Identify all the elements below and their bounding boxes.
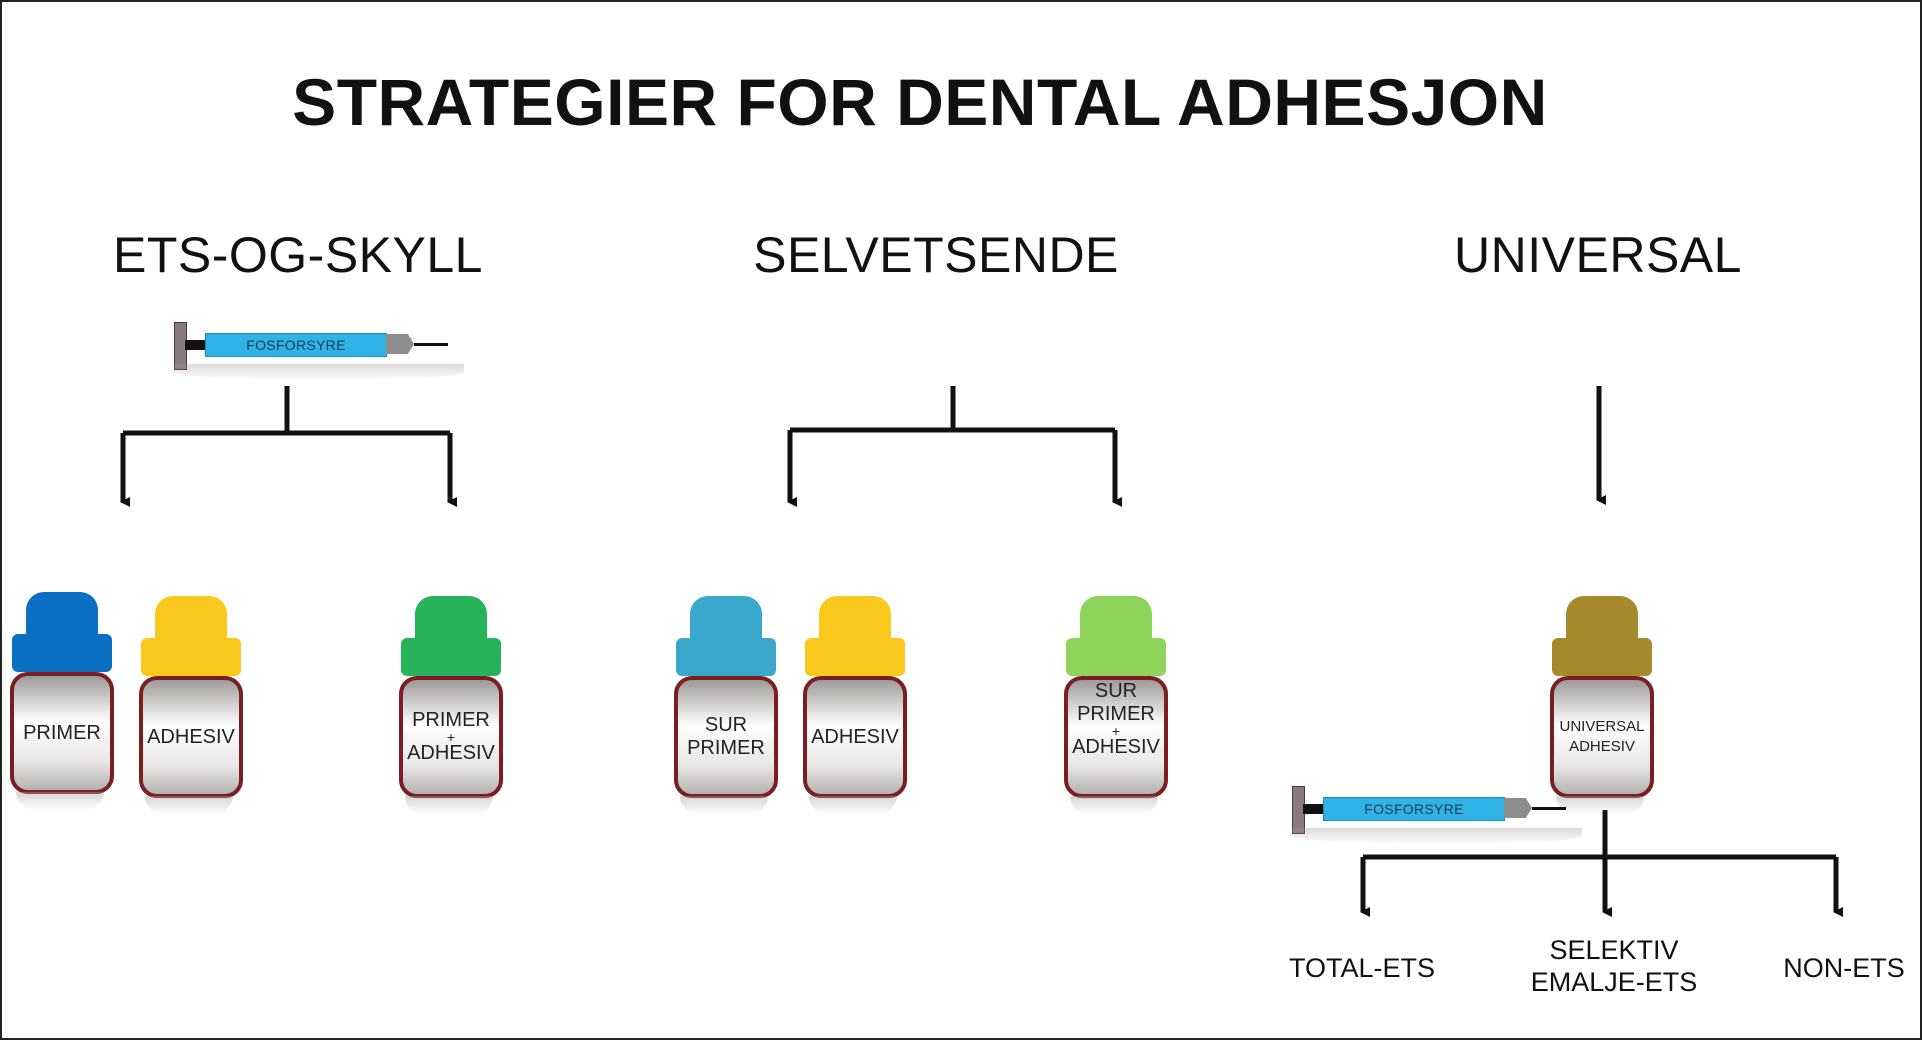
- bottle-label: PRIMER: [23, 721, 101, 744]
- bottle-label-top: SUR: [704, 714, 748, 736]
- syringe-needle: [414, 343, 448, 346]
- bottle-body: SUR PRIMER + ADHESIV: [1064, 676, 1168, 798]
- mode-label-top: SELEKTIV: [1549, 935, 1679, 965]
- heading-ets-og-skyll: ETS-OG-SKYLL: [113, 227, 483, 283]
- plunger-rod: [1303, 804, 1323, 814]
- bottle-cap-base: [805, 638, 905, 676]
- plunger-rod: [185, 340, 205, 350]
- bottle-reflection: [809, 796, 897, 814]
- syringe-fosforsyre: FOSFORSYRE: [1292, 786, 1592, 856]
- bottle-label: ADHESIV: [147, 725, 235, 748]
- syringe-label: FOSFORSYRE: [1364, 801, 1464, 817]
- bottle-cap-base: [1066, 638, 1166, 676]
- plus-sign: +: [446, 729, 456, 745]
- bottle-adhesiv: ADHESIV: [139, 596, 243, 816]
- bottle-sur-primer-adhesiv: SUR PRIMER + ADHESIV: [1064, 596, 1168, 816]
- syringe-label: FOSFORSYRE: [246, 337, 346, 353]
- plus-sign: +: [1111, 723, 1121, 739]
- heading-selvetsende: SELVETSENDE: [753, 227, 1119, 283]
- bottle-label-bottom: PRIMER: [687, 737, 765, 759]
- bottle-adhesiv: ADHESIV: [803, 596, 907, 816]
- bottle-body: PRIMER: [10, 672, 114, 794]
- syringe-fosforsyre: FOSFORSYRE: [174, 322, 474, 392]
- mode-selektiv-emalje-ets: SELEKTIV EMALJE-ETS: [1504, 934, 1724, 998]
- bottle-label-bottom: ADHESIV: [1072, 736, 1160, 758]
- syringe-shadow: [174, 364, 464, 380]
- bottle-body: PRIMER + ADHESIV: [399, 676, 503, 798]
- bottle-reflection: [680, 796, 768, 814]
- tree-universal: [1360, 386, 1843, 917]
- syringe-barrel: FOSFORSYRE: [1323, 797, 1505, 821]
- syringe-tip: [386, 334, 414, 354]
- syringe-shadow: [1292, 828, 1582, 844]
- syringe-needle: [1532, 807, 1566, 810]
- bottle-reflection: [16, 792, 104, 810]
- bottle-label-top: PRIMER: [412, 709, 490, 731]
- mode-label-bottom: EMALJE-ETS: [1530, 967, 1698, 997]
- bottle-reflection: [1556, 796, 1644, 814]
- bottle-label-bottom: ADHESIV: [407, 742, 495, 764]
- bottle-cap-base: [141, 638, 241, 676]
- mode-total-ets: TOTAL-ETS: [1288, 953, 1436, 983]
- bottle-body: SUR PRIMER: [674, 676, 778, 798]
- heading-universal: UNIVERSAL: [1454, 227, 1742, 283]
- bottle-label-mid: PRIMER: [1077, 703, 1155, 725]
- bottle-label: ADHESIV: [811, 725, 899, 748]
- syringe-barrel: FOSFORSYRE: [205, 333, 387, 357]
- page-title: STRATEGIER FOR DENTAL ADHESJON: [292, 65, 1548, 139]
- tree-selvetsende: [787, 386, 1122, 507]
- bottle-sur-primer: SUR PRIMER: [674, 596, 778, 816]
- bottle-universal-adhesiv: UNIVERSAL ADHESIV: [1550, 596, 1654, 816]
- bottle-body: UNIVERSAL ADHESIV: [1550, 676, 1654, 798]
- bottle-reflection: [145, 796, 233, 814]
- bottle-label-top: UNIVERSAL: [1559, 718, 1645, 735]
- bottle-cap-base: [676, 638, 776, 676]
- bottle-primer: PRIMER: [10, 592, 114, 812]
- bottle-label-top: SUR: [1094, 680, 1138, 702]
- bottle-body: ADHESIV: [139, 676, 243, 798]
- bottle-primer-adhesiv: PRIMER + ADHESIV: [399, 596, 503, 816]
- syringe-tip: [1504, 798, 1532, 818]
- bottle-reflection: [1070, 796, 1158, 814]
- bottle-cap-base: [401, 638, 501, 676]
- tree-ets-og-skyll: [120, 386, 457, 507]
- mode-non-ets: NON-ETS: [1783, 953, 1905, 983]
- bottle-label-bottom: ADHESIV: [1569, 738, 1635, 755]
- bottle-reflection: [405, 796, 493, 814]
- bottle-body: ADHESIV: [803, 676, 907, 798]
- bottle-cap-base: [12, 634, 112, 672]
- bottle-cap-base: [1552, 638, 1652, 676]
